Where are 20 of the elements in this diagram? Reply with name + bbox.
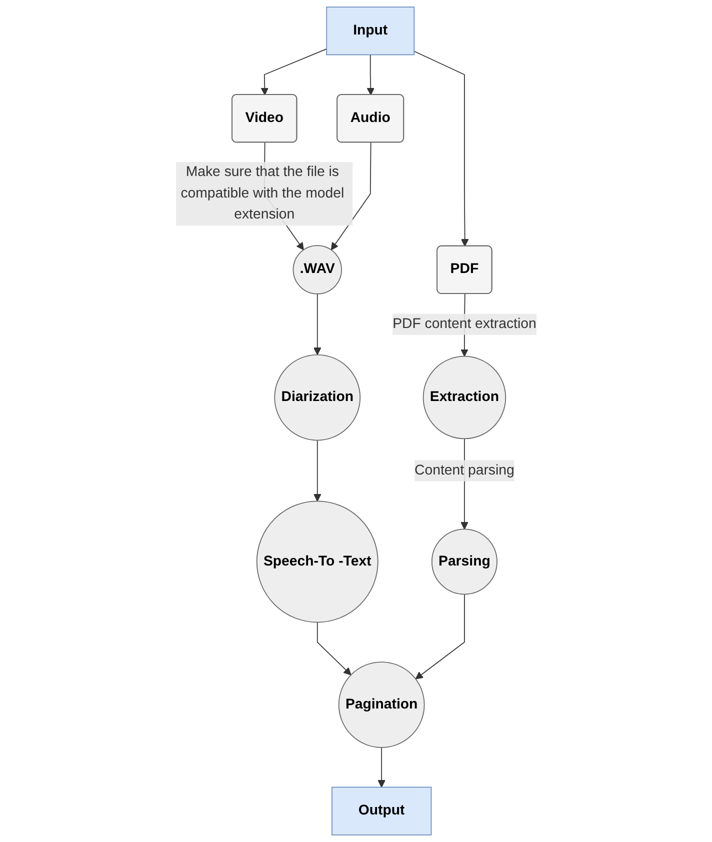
arrow <box>316 622 352 676</box>
node-circle: Parsing <box>431 528 498 595</box>
node-circle: Speech-To -Text <box>256 500 378 623</box>
arrow <box>366 54 374 96</box>
arrow <box>330 142 372 250</box>
edge-label: Make sure that the file is compatible with the model extension <box>180 164 344 222</box>
arrow <box>415 594 465 680</box>
node-box: Output <box>331 786 432 836</box>
edge-label: Content parsing <box>414 462 514 478</box>
node-box: Input <box>326 6 414 56</box>
node-circle: Pagination <box>338 662 425 748</box>
arrow <box>260 48 327 96</box>
arrow <box>313 293 322 356</box>
edge-label: PDF content extraction <box>392 316 536 332</box>
arrow <box>413 50 469 247</box>
node-circle: Extraction <box>422 356 506 440</box>
node-circle: .WAV <box>292 245 342 294</box>
arrow <box>313 440 322 502</box>
node-circle: Diarization <box>274 354 360 441</box>
arrow <box>378 747 386 788</box>
